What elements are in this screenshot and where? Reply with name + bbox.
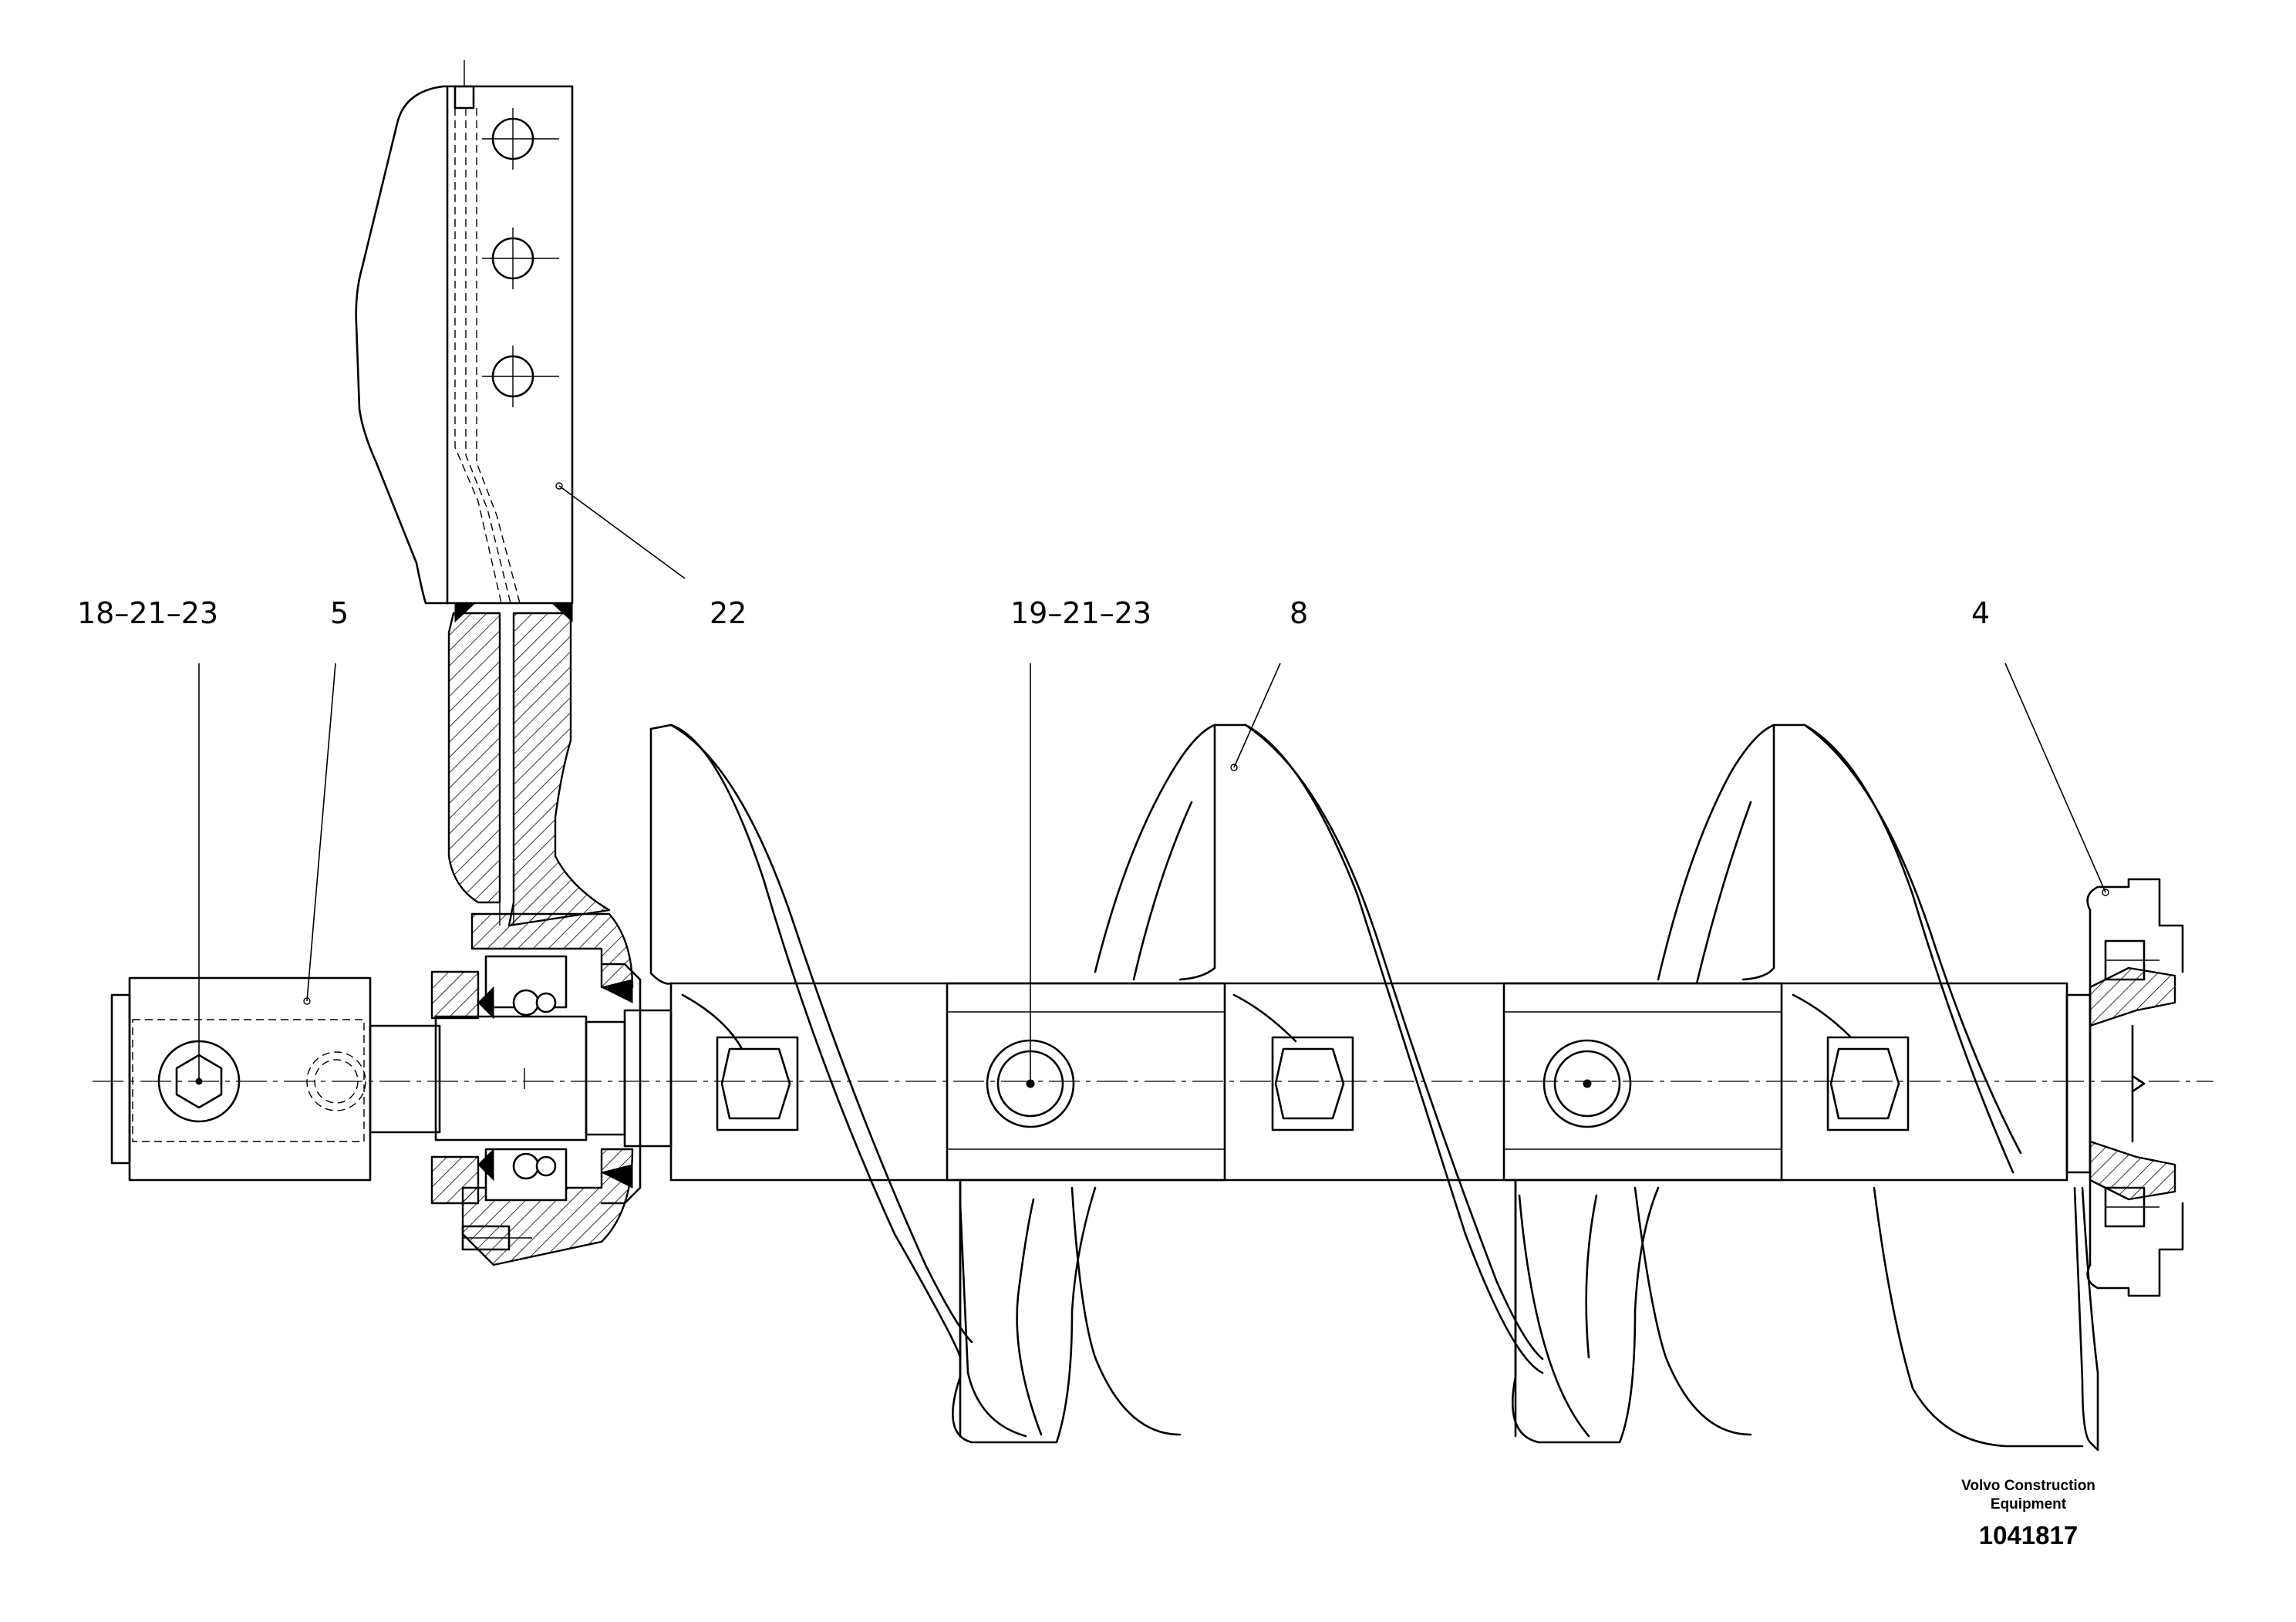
callout-label-8: 8 (1290, 596, 1308, 630)
callout-label-19-21-23: 19–21–23 (1010, 596, 1151, 630)
auger-flighting (649, 723, 2099, 1452)
pad-bolt (1542, 1039, 1632, 1128)
coupling-block (110, 976, 372, 1182)
drive-shaft (369, 1009, 673, 1148)
drawing-number: 1041817 (1979, 1521, 2078, 1549)
callout-label-22: 22 (710, 596, 747, 630)
bracket-bolt-hole (482, 346, 559, 407)
end-bearing (2065, 878, 2184, 1297)
callout-label-4: 4 (1971, 596, 1990, 630)
arm-section (447, 612, 611, 927)
bracket-bolt-hole (482, 108, 559, 170)
callout-label-5: 5 (330, 596, 349, 630)
bracket-bolt-hole (482, 228, 559, 289)
bearing-housing (430, 912, 642, 1266)
brand-line-1: Volvo Construction (1961, 1478, 2095, 1494)
brand-line-2: Equipment (1991, 1496, 2067, 1512)
mounting-bracket (355, 60, 574, 623)
callout-leaders (198, 485, 2106, 1084)
callout-label-18-21-23: 18–21–23 (77, 596, 218, 630)
